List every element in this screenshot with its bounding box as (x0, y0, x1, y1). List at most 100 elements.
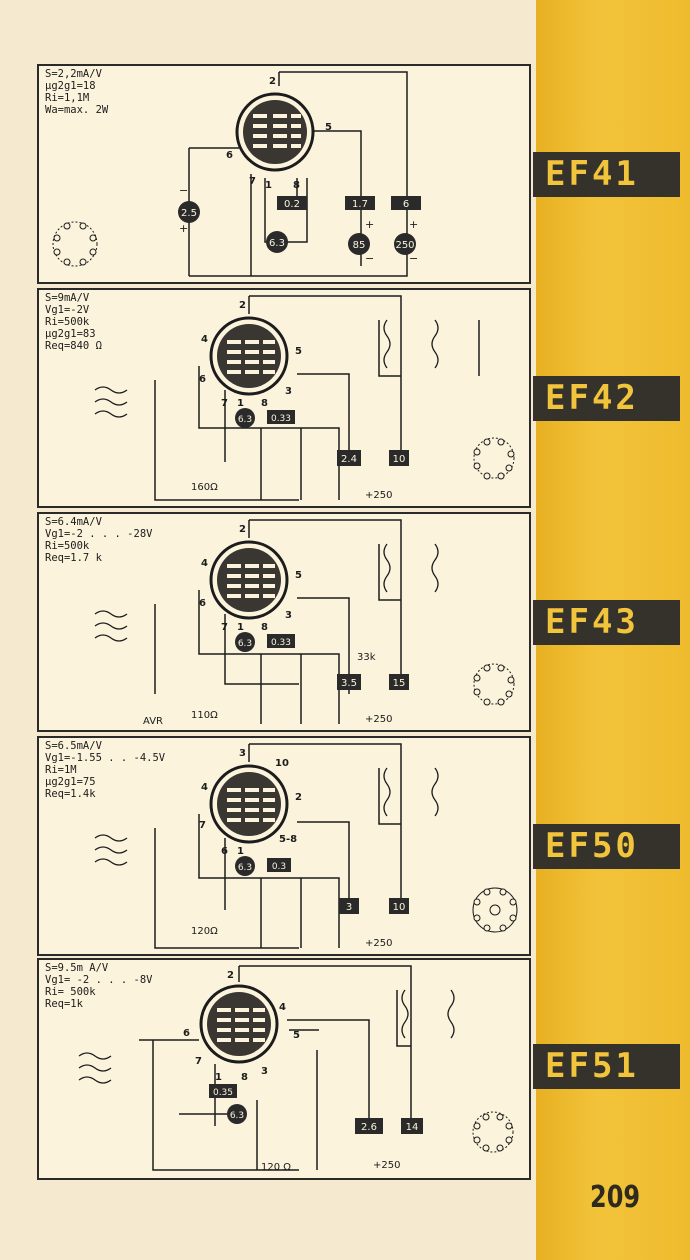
tube-panel-ef50: S=6.5mA/V Vg1=-1.55 . . -4.5V Ri=1M μg2g… (37, 736, 531, 956)
voltage-box: 10 (389, 450, 409, 466)
tube-tab-ef42: EF42 (533, 376, 680, 421)
pin-label: 8 (261, 622, 268, 633)
tube-panel-ef41: S=2,2mA/V μg2g1=18 Ri=1,1M Wa=max. 2W (37, 64, 531, 284)
svg-text:10: 10 (393, 902, 406, 913)
pin-label: 3 (239, 748, 246, 759)
svg-text:6.3: 6.3 (269, 238, 285, 249)
schematic-ef41: 2 5 6 7 1 8 0.2 1.7 6 (52, 71, 421, 277)
base-pinout-diagram (472, 1111, 514, 1153)
spec-line: Ri=1,1M (45, 92, 90, 104)
spec-line: Req=840 Ω (45, 340, 102, 352)
voltage-box: 0.2 (277, 196, 307, 210)
svg-text:2.6: 2.6 (361, 1122, 377, 1133)
pin-label: 3 (285, 610, 292, 621)
cathode-resistor-label: 120Ω (191, 926, 218, 937)
svg-text:2.5: 2.5 (181, 208, 197, 219)
supply-label: +250 (365, 714, 392, 725)
pin-label: 7 (221, 622, 228, 633)
pin-label: 3 (261, 1066, 268, 1077)
spec-line: S=6.5mA/V (45, 740, 102, 752)
base-pinout-diagram (473, 437, 515, 480)
coil-symbol (94, 543, 439, 642)
pin-label: 2 (239, 524, 246, 535)
pin-label: 1 (237, 846, 244, 857)
svg-text:6.3: 6.3 (238, 415, 252, 425)
heater-circle: 6.3 (227, 1104, 247, 1124)
circle-voltage: 250 (394, 233, 416, 255)
svg-text:3.5: 3.5 (341, 678, 357, 689)
pin-label: 1 (215, 1072, 222, 1083)
pin-label: 8 (241, 1072, 248, 1083)
spec-list: S=6.4mA/V Vg1=-2 . . . -28V Ri=500k Req=… (45, 516, 152, 564)
tube-type-label: EF50 (545, 826, 639, 866)
supply-label: +250 (365, 938, 392, 949)
cathode-resistor-label: 160Ω (191, 482, 218, 493)
tube-type-label: EF43 (545, 602, 639, 642)
spec-line: Req=1k (45, 998, 83, 1010)
tube-tab-ef43: EF43 (533, 600, 680, 645)
avr-label: AVR (143, 716, 163, 727)
coil-symbol (94, 767, 439, 866)
svg-text:+: + (179, 222, 188, 235)
pin-label: 7 (199, 820, 206, 831)
heater-circle: 6.3 (235, 856, 255, 876)
current-box: 0.33 (267, 410, 295, 424)
pin-label: 8 (293, 180, 300, 191)
pin-label: 4 (201, 334, 208, 345)
pin-label: 6 (221, 846, 228, 857)
pin-label: 10 (275, 758, 289, 769)
pin-label: 6 (199, 598, 206, 609)
spec-line: μg2g1=75 (45, 776, 96, 788)
tube-panel-ef43: S=6.4mA/V Vg1=-2 . . . -28V Ri=500k Req=… (37, 512, 531, 732)
pin-label: 7 (249, 176, 256, 187)
circle-voltage: 2.5 (178, 201, 200, 223)
pin-label: 4 (201, 558, 208, 569)
tube-tab-ef41: EF41 (533, 152, 680, 197)
svg-text:0.35: 0.35 (213, 1088, 233, 1098)
tube-symbol (209, 540, 289, 620)
svg-text:6.3: 6.3 (238, 639, 252, 649)
pin-label: 3 (285, 386, 292, 397)
circle-voltage: 6.3 (266, 231, 288, 253)
tube-tab-ef51: EF51 (533, 1044, 680, 1089)
pin-label: 5 (325, 122, 332, 133)
svg-text:2.4: 2.4 (341, 454, 357, 465)
schematic-ef43: 2 4 5 6 7 1 8 3 6.3 0.33 3.5 (94, 519, 515, 727)
heater-circle: 6.3 (235, 632, 255, 652)
cathode-resistor-label: 120 Ω (261, 1162, 291, 1173)
voltage-box: 2.6 (355, 1118, 383, 1134)
tube-symbol (199, 984, 279, 1064)
tube-type-label: EF41 (545, 154, 639, 194)
svg-text:0.2: 0.2 (284, 199, 300, 210)
pin-label: 4 (279, 1002, 286, 1013)
current-box: 0.33 (267, 634, 295, 648)
pin-label: 8 (261, 398, 268, 409)
spec-line: μg2g1=18 (45, 80, 96, 92)
circle-voltage: 85 (348, 233, 370, 255)
pin-label: 6 (226, 150, 233, 161)
pin-label: 2 (269, 76, 276, 87)
pin-label: 2 (295, 792, 302, 803)
spec-line: Req=1.4k (45, 788, 96, 800)
spec-line: Ri= 500k (45, 986, 96, 998)
base-pinout-diagram (472, 887, 518, 933)
svg-text:10: 10 (393, 454, 406, 465)
base-pinout-diagram (473, 663, 515, 706)
spec-line: Vg1=-2 . . . -28V (45, 528, 153, 540)
spec-list: S=9.5m A/V Vg1= -2 . . . -8V Ri= 500k Re… (45, 962, 152, 1010)
svg-text:−: − (409, 252, 418, 265)
voltage-box: 1.7 (345, 196, 375, 210)
heater-circle: 6.3 (235, 408, 255, 428)
tube-type-label: EF42 (545, 378, 639, 418)
pin-label: 2 (227, 970, 234, 981)
spec-line: S=9.5m A/V (45, 962, 109, 974)
spec-list: S=9mA/V Vg1=-2V Ri=500k μg2g1=83 Req=840… (45, 292, 102, 352)
svg-text:+: + (365, 218, 374, 231)
pin-label: 5 (295, 346, 302, 357)
svg-text:15: 15 (393, 678, 406, 689)
spec-line: Vg1=-2V (45, 304, 90, 316)
svg-text:1.7: 1.7 (352, 199, 368, 210)
pin-label: 7 (221, 398, 228, 409)
svg-text:6.3: 6.3 (238, 863, 252, 873)
